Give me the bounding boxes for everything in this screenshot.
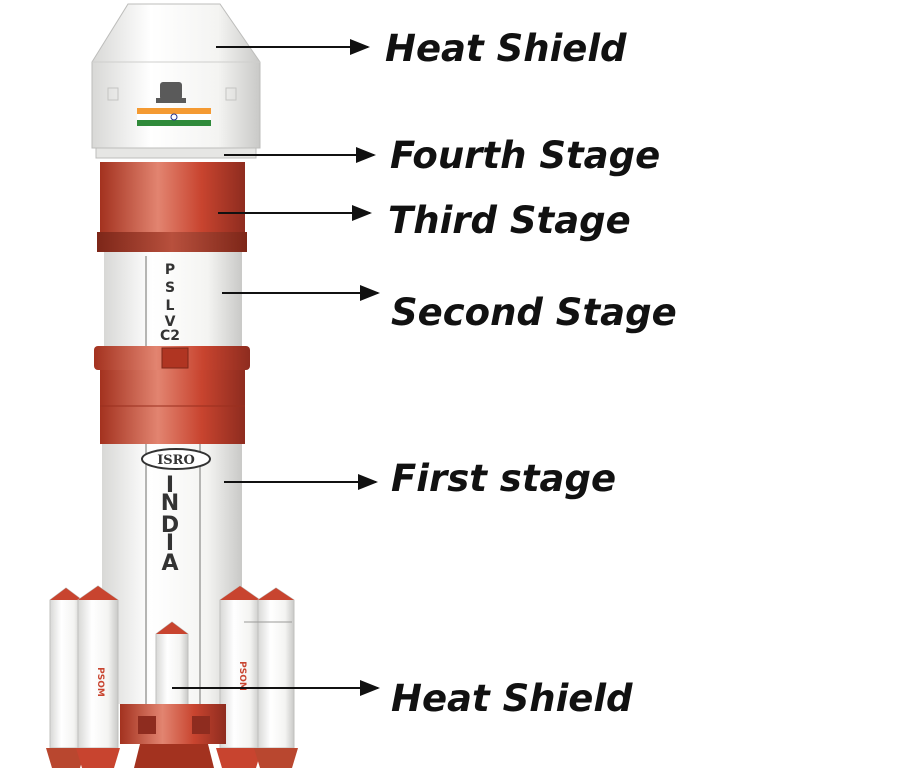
indian-flag-icon [137,108,211,126]
isro-logo: ISRO [141,448,211,470]
vertical-letter: S [165,280,175,296]
label-first-stage: First stage [391,457,617,500]
booster-label: PSOM [237,661,247,691]
label-heat-shield-bottom: Heat Shield [391,677,633,720]
strap-on-booster-center [155,621,189,717]
national-emblem-icon [156,82,186,103]
india-letter: N [161,491,179,516]
india-letter: D [161,513,179,538]
vertical-letter: P [165,262,175,278]
first-stage-red-section [100,370,245,444]
interstage-band [94,346,250,370]
india-letter: I [166,473,174,498]
vertical-letter: L [166,298,175,314]
third-stage-body [97,162,247,252]
strap-on-booster-right: PSOM [216,585,298,768]
vertical-letter: C2 [160,328,180,344]
vertical-letter: V [165,314,176,330]
label-third-stage: Third Stage [388,199,631,242]
india-letter: A [161,551,178,576]
second-stage-body [104,252,242,348]
pslv-vertical-text: P S L V C2 [160,262,180,344]
booster-label: PSOM [95,667,105,697]
first-stage-base [120,704,226,768]
label-heat-shield: Heat Shield [385,27,627,70]
heat-shield-top [91,3,261,159]
pointer-arrows [172,39,380,696]
isro-logo-text: ISRO [157,453,195,468]
strap-on-booster-left: PSOM [46,585,120,768]
india-vertical-text: I N D I A [161,473,179,576]
india-letter: I [166,531,174,556]
label-fourth-stage: Fourth Stage [390,134,661,177]
label-second-stage: Second Stage [391,291,677,334]
